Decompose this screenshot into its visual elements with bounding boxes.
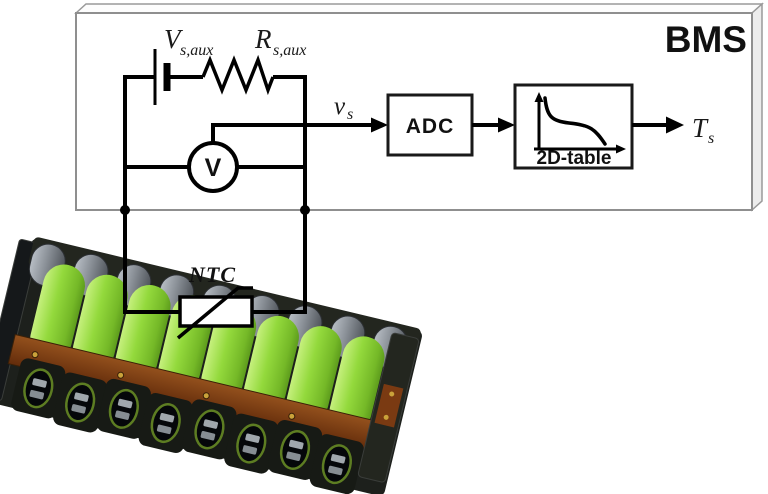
- wire-sense-signal: [211, 123, 373, 143]
- wire-left-loop: [123, 75, 181, 314]
- thermistor-diagonal: [176, 286, 253, 340]
- busbar-screw: [383, 414, 389, 420]
- thermistor-symbol: [176, 286, 254, 340]
- aux-resistor-label: R: [254, 24, 272, 54]
- bms-top-face: [74, 3, 764, 14]
- circuit: V: [120, 49, 388, 314]
- sense-voltage-label: v: [334, 93, 346, 120]
- lookup-table-label: 2D-table: [537, 148, 612, 169]
- voltmeter-label: V: [205, 154, 222, 182]
- pack-right-end: [357, 332, 420, 483]
- right-end-busbar: [374, 383, 404, 428]
- temperature-subscript: s: [708, 130, 714, 147]
- thermistor-body: [178, 295, 254, 328]
- busbar-screw: [288, 412, 296, 420]
- arrowhead-to-table: [498, 117, 515, 133]
- thermistor-label: NTC: [188, 262, 236, 287]
- voltage-source-symbol: [153, 49, 171, 105]
- aux-resistor-subscript: s,aux: [273, 42, 306, 59]
- lookup-table-block: 2D-table: [513, 83, 634, 170]
- junction-dot: [300, 205, 310, 215]
- pack-left-end-plate: [0, 238, 40, 401]
- voltmeter-symbol: V: [187, 141, 239, 193]
- busbar-screw: [202, 392, 210, 400]
- adc-box: [386, 93, 474, 157]
- labels: V s,aux R s,aux v s T s NTC: [164, 24, 714, 287]
- junction-dot: [120, 205, 130, 215]
- busbar-screw: [117, 371, 125, 379]
- adc-block: ADC: [386, 93, 474, 157]
- ntc-curve-icon: [534, 92, 626, 154]
- busbar-screw: [31, 351, 39, 359]
- bms-title: BMS: [665, 19, 747, 60]
- bms-side-face: [751, 2, 763, 212]
- lookup-table-box: [513, 83, 634, 170]
- busbar-screw: [389, 391, 395, 397]
- aux-source-label: V: [164, 24, 184, 54]
- arrowhead-to-adc: [371, 117, 388, 133]
- temperature-label: T: [692, 113, 709, 143]
- voltmeter-circle: [187, 141, 239, 193]
- adc-label: ADC: [406, 115, 455, 138]
- bms-enclosure: BMS: [74, 2, 764, 212]
- wire-right-loop: [251, 75, 307, 314]
- sense-voltage-subscript: s: [347, 106, 353, 123]
- resistor-symbol: [201, 54, 275, 96]
- aux-source-subscript: s,aux: [180, 42, 213, 59]
- arrowhead-to-output: [666, 116, 684, 134]
